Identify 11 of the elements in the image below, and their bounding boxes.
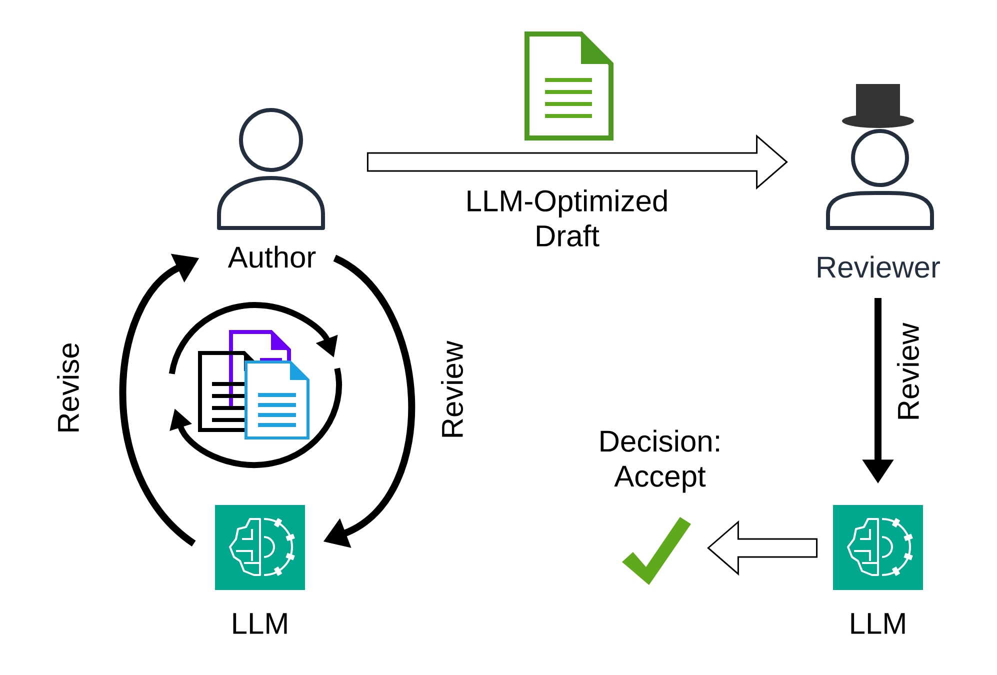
block-arrow — [707, 520, 818, 576]
block-arrow — [366, 134, 788, 190]
node-label: Reviewer — [818, 256, 940, 278]
edge-label: LLM-Optimized Draft — [468, 189, 667, 247]
edge-label: Review — [896, 322, 920, 419]
node-label: LLM — [233, 613, 287, 634]
node-label: LLM — [851, 613, 905, 634]
node-label: Decision: Accept — [600, 430, 719, 493]
node-label: Author — [228, 246, 316, 268]
edge-label: Review — [441, 340, 464, 437]
edge-label: Revise — [57, 344, 80, 432]
